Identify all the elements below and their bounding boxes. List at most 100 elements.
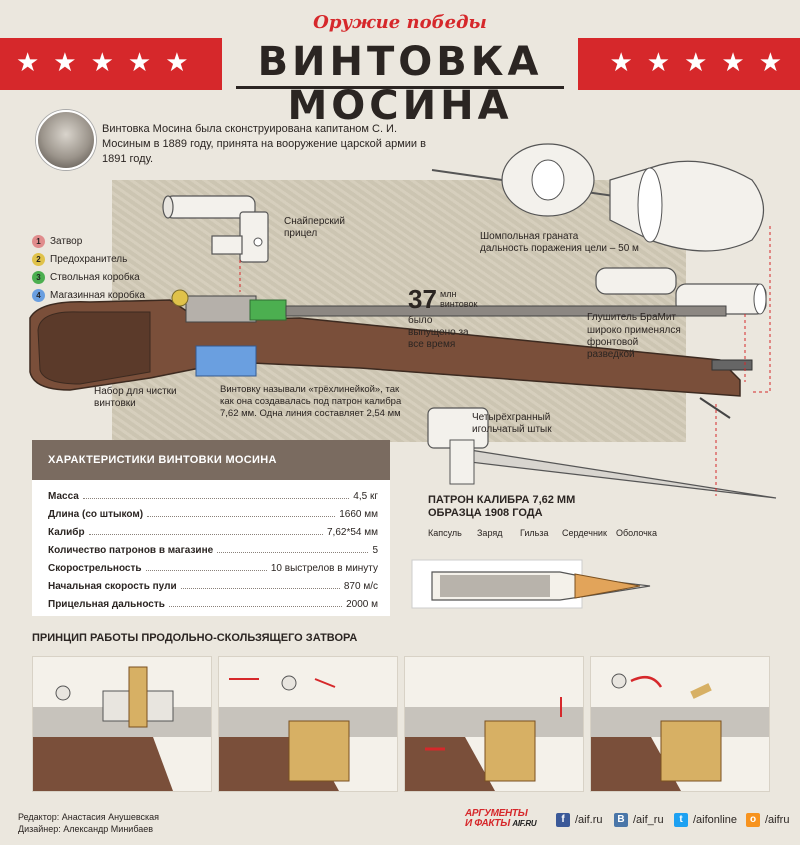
spec-dots [88,534,323,535]
spec-dots [168,606,343,607]
cartridge-part-label: Оболочка [616,528,657,538]
cartridge-part-label: Заряд [477,528,503,538]
spec-dots [145,570,267,571]
spec-label: Масса [48,491,79,502]
legend-item: 3 Ствольная коробка [32,268,145,286]
legend-label: Затвор [50,235,83,247]
rifles-count-unit: млн винтовок [440,289,478,309]
specs-table: ХАРАКТЕРИСТИКИ ВИНТОВКИ МОСИНА Масса 4,5 … [32,440,390,616]
cleaning-kit-label: Набор для чистки винтовки [94,386,177,409]
sniper-scope-label: Снайперский прицел [284,216,345,239]
bolt-panel-2 [218,656,398,792]
legend-label: Предохранитель [50,253,128,265]
ramrod-grenade-drawing [431,143,764,252]
spec-value: 1660 мм [339,509,378,520]
legend-item: 1 Затвор [32,232,145,250]
cartridge-part-label: Гильза [520,528,549,538]
spec-label: Калибр [48,527,85,538]
bolt-panel-4 [590,656,770,792]
silencer-title: Глушитель БраМит [587,312,676,323]
stars-left: ★★★★★ [16,48,203,78]
cartridge-title-line2: ОБРАЗЦА 1908 ГОДА [428,507,543,519]
sniper-scope-drawing [162,195,269,263]
legend-number: 1 [32,234,45,248]
spec-dots [217,552,369,553]
legend-label: Ствольная коробка [50,271,140,283]
legend-number: 3 [32,270,45,284]
bolt-step-1-drawing [33,666,211,791]
legend-item: 4 Магазинная коробка [32,286,145,304]
page-title: ВИНТОВКА МОСИНА [257,39,543,129]
silencer-drawing [595,267,767,315]
spec-dots [82,498,350,499]
spec-row: Скорострельность 10 выстрелов в минуту [48,556,378,574]
designer-credit: Дизайнер: Александр Минибаев [18,824,154,834]
title-underline [236,86,564,89]
header-banner-left: ★★★★★ [0,38,222,90]
spec-value: 10 выстрелов в минуту [270,563,378,574]
legend-item: 2 Предохранитель [32,250,145,268]
social-link[interactable]: o/aifru [746,812,789,828]
spec-dots [147,516,336,517]
social-link[interactable]: f/aif.ru [556,812,603,828]
grenade-range-label: дальность поражения цели – 50 м [480,243,639,254]
bolt-panel-1 [32,656,212,792]
spec-row: Начальная скорость пули 870 м/с [48,574,378,592]
spec-value: 2000 м [346,599,378,610]
logo-site: AIF.RU [512,819,537,828]
mosin-portrait [36,110,96,170]
cartridge-title: ПАТРОН КАЛИБРА 7,62 ММ ОБРАЗЦА 1908 ГОДА [428,494,575,520]
bolt-step-3-drawing [405,697,583,791]
editor-credit: Редактор: Анастасия Анушевская [18,812,160,822]
logo-line1: АРГУМЕНТЫ [465,808,528,819]
social-link[interactable]: t/aifonline [674,812,737,828]
social-label: /aifru [765,814,790,826]
cartridge-part-label: Сердечник [562,528,607,538]
spec-label: Количество патронов в магазине [48,545,214,556]
spec-row: Масса 4,5 кг [48,484,378,502]
cartridge-title-line1: ПАТРОН КАЛИБРА 7,62 ММ [428,494,576,506]
spec-dots [180,588,340,589]
spec-value: 870 м/с [343,581,378,592]
social-icon: o [746,813,760,827]
social-label: /aifonline [693,814,738,826]
bolt-section-title: ПРИНЦИП РАБОТЫ ПРОДОЛЬНО-СКОЛЬЗЯЩЕГО ЗАТ… [32,632,358,644]
social-icon: t [674,813,688,827]
social-label: /aif.ru [575,814,603,826]
bolt-step-2-drawing [219,675,397,791]
spec-value: 5 [372,545,378,556]
specs-title: ХАРАКТЕРИСТИКИ ВИНТОВКИ МОСИНА [32,440,390,480]
social-icon: B [614,813,628,827]
spec-row: Калибр 7,62*54 мм [48,520,378,538]
legend-label: Магазинная коробка [50,289,145,301]
header-banner-right: ★★★★★ [578,38,800,90]
spec-value: 4,5 кг [353,491,378,502]
aif-logo[interactable]: АРГУМЕНТЫ И ФАКТЫ AIF.RU [465,808,537,829]
spec-value: 7,62*54 мм [326,527,378,538]
rifles-count-number: 37 [408,284,437,314]
legend-number: 2 [32,252,45,266]
intro-text: Винтовка Мосина была сконструирована кап… [102,123,426,165]
stars-right: ★★★★★ [609,48,796,78]
credits: Редактор: Анастасия Анушевская Дизайнер:… [18,811,159,835]
rifles-count-note: было выпущено за все время [408,315,469,350]
spec-label: Прицельная дальность [48,599,165,610]
parts-legend: 1 Затвор 2 Предохранитель 3 Ствольная коробка… [32,232,145,304]
legend-number: 4 [32,288,45,302]
rifle-drawing [29,289,753,419]
cartridge-drawing [411,559,651,609]
bayonet-drawing [427,407,777,499]
spec-row: Длина (со штыком) 1660 мм [48,502,378,520]
social-link[interactable]: B/aif_ru [614,812,664,828]
three-line-note: Винтовку называли «трёхлинейкой», так ка… [220,384,402,419]
spec-label: Скорострельность [48,563,142,574]
social-icon: f [556,813,570,827]
ramrod-grenade-label: Шомпольная граната [480,231,579,242]
cartridge-part-label: Капсуль [428,528,462,538]
bayonet-label: Четырёхгранный игольчатый штык [472,412,552,435]
bolt-step-4-drawing [591,673,769,791]
spec-row: Прицельная дальность 2000 м [48,592,378,610]
spec-label: Длина (со штыком) [48,509,144,520]
spec-label: Начальная скорость пули [48,581,177,592]
